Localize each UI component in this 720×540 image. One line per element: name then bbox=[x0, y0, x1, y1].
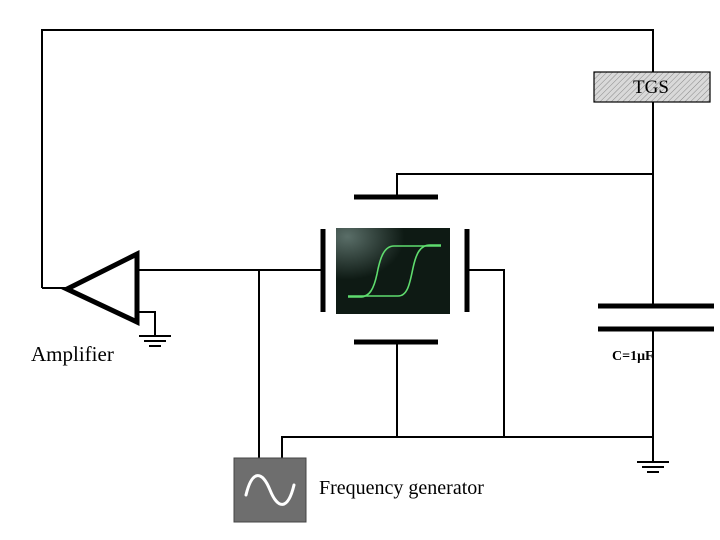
amplifier-label: Amplifier bbox=[31, 342, 114, 366]
tgs-sensor: TGS bbox=[593, 71, 711, 103]
scope-screen bbox=[336, 228, 450, 314]
signal-wire bbox=[138, 269, 323, 458]
tgs-label: TGS bbox=[633, 77, 669, 98]
feedback-wire bbox=[41, 29, 654, 288]
capacitor-label: C=1μF bbox=[612, 349, 654, 364]
bottom-common-wire bbox=[281, 269, 653, 458]
ground-icon bbox=[637, 461, 669, 473]
generator-label: Frequency generator bbox=[319, 477, 484, 499]
ground-icon bbox=[139, 335, 171, 347]
oscilloscope bbox=[320, 194, 470, 345]
hysteresis-loop-display bbox=[348, 244, 441, 298]
sine-wave-icon bbox=[244, 474, 296, 506]
capacitor-icon bbox=[598, 303, 714, 462]
sensor-capacitor-wire bbox=[396, 102, 654, 304]
frequency-generator bbox=[233, 457, 307, 523]
triangle-amplifier-icon bbox=[42, 249, 156, 336]
